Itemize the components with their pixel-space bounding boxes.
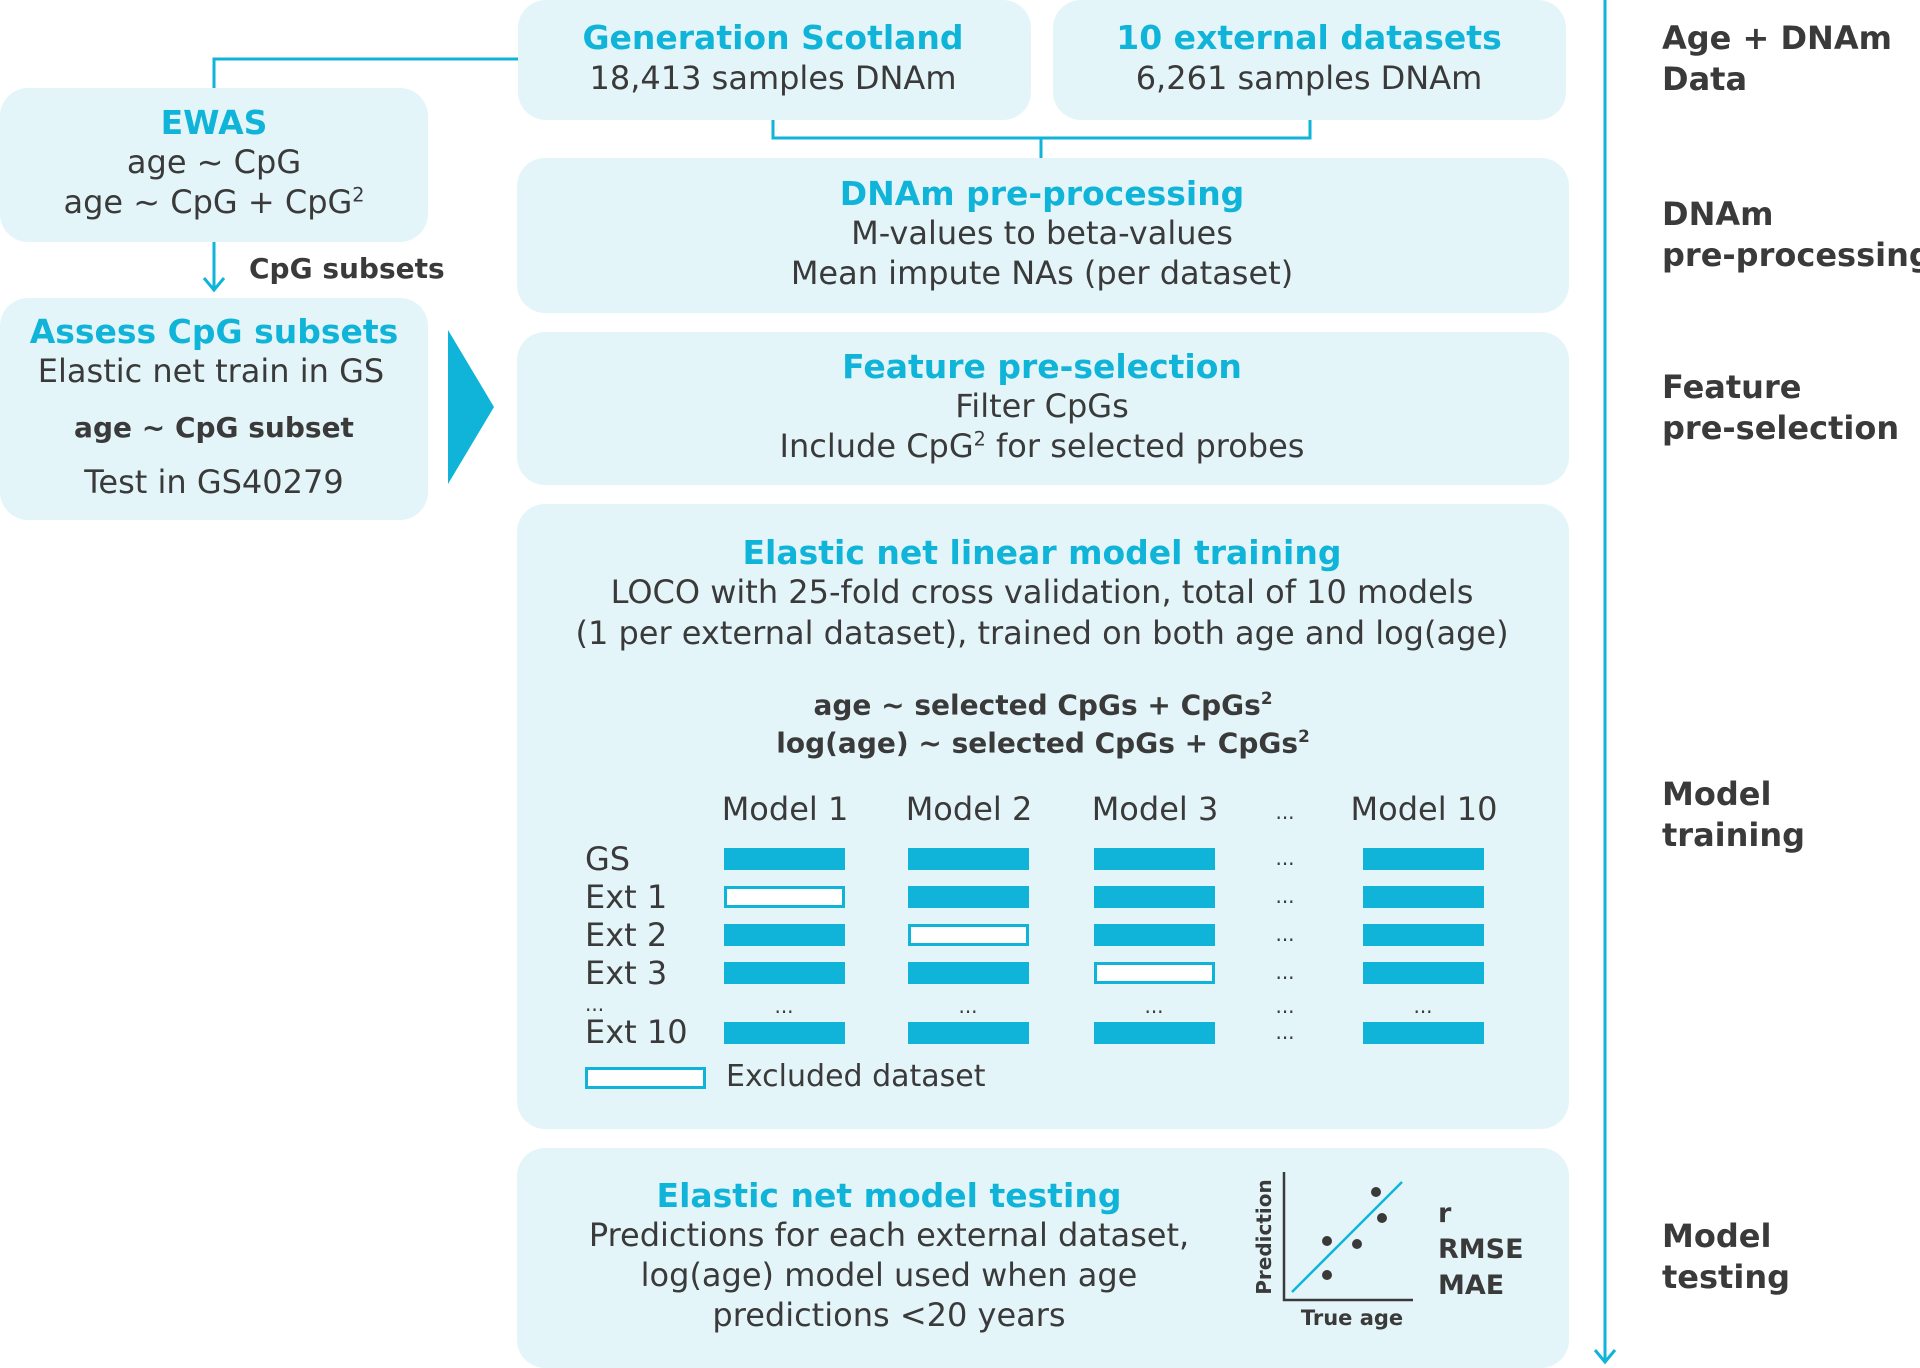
feature-box bbox=[517, 332, 1569, 485]
ellipsis-marker: ... bbox=[1144, 994, 1164, 1018]
training-dataset-cell bbox=[908, 1022, 1029, 1044]
training-dataset-cell bbox=[1094, 924, 1215, 946]
training-line2: (1 per external dataset), trained on bot… bbox=[575, 614, 1509, 652]
row-label: Ext 2 bbox=[585, 916, 668, 954]
training-dataset-cell bbox=[1363, 924, 1484, 946]
feature-title: Feature pre-selection bbox=[842, 347, 1242, 386]
feature-line2: Include CpG2 for selected probes bbox=[779, 427, 1305, 465]
testing-box bbox=[517, 1148, 1569, 1368]
ellipsis-marker: ... bbox=[958, 994, 978, 1018]
gs-samples: 18,413 samples DNAm bbox=[589, 59, 957, 97]
model-header: ... bbox=[1275, 800, 1295, 824]
ellipsis-marker: ... bbox=[1275, 994, 1295, 1018]
preprocessing-line1: M-values to beta-values bbox=[851, 214, 1233, 252]
training-title: Elastic net linear model training bbox=[742, 533, 1342, 572]
scatter-point bbox=[1371, 1187, 1381, 1197]
training-dataset-cell bbox=[1094, 886, 1215, 908]
testing-line2: log(age) model used when age bbox=[640, 1256, 1138, 1294]
plot-ylabel: Prediction bbox=[1252, 1179, 1276, 1295]
training-dataset-cell bbox=[724, 1022, 845, 1044]
ellipsis-marker: ... bbox=[1413, 994, 1433, 1018]
training-dataset-cell bbox=[908, 886, 1029, 908]
model-header: Model 10 bbox=[1350, 790, 1498, 828]
model-header: Model 3 bbox=[1091, 790, 1219, 828]
ewas-line2: age ~ CpG + CpG2 bbox=[63, 183, 365, 221]
training-dataset-cell bbox=[1363, 962, 1484, 984]
ellipsis-marker: ... bbox=[1275, 1020, 1295, 1044]
scatter-point bbox=[1322, 1236, 1332, 1246]
row-label: Ext 3 bbox=[585, 954, 668, 992]
scatter-point bbox=[1352, 1239, 1362, 1249]
excluded-dataset-cell bbox=[1094, 962, 1215, 984]
gs-to-ewas-connector bbox=[212, 57, 520, 90]
training-dataset-cell bbox=[1094, 848, 1215, 870]
training-formula-logage: log(age) ~ selected CpGs + CpGs2 bbox=[776, 726, 1310, 760]
metric-mae: MAE bbox=[1438, 1270, 1505, 1301]
chevron-right-icon bbox=[448, 330, 494, 484]
preprocessing-title: DNAm pre-processing bbox=[839, 174, 1245, 213]
training-dataset-cell bbox=[724, 962, 845, 984]
plot-xlabel: True age bbox=[1300, 1306, 1404, 1330]
cpg-subsets-label: CpG subsets bbox=[249, 252, 445, 285]
training-dataset-cell bbox=[908, 848, 1029, 870]
ewas-box bbox=[0, 88, 428, 242]
training-dataset-cell bbox=[908, 962, 1029, 984]
assess-box bbox=[0, 298, 428, 520]
training-dataset-cell bbox=[724, 924, 845, 946]
assess-line1: Elastic net train in GS bbox=[37, 352, 385, 390]
legend-excluded-swatch bbox=[585, 1067, 706, 1089]
ext-title: 10 external datasets bbox=[1116, 18, 1502, 57]
scatter-point bbox=[1322, 1270, 1332, 1280]
training-line1: LOCO with 25-fold cross validation, tota… bbox=[610, 573, 1474, 611]
testing-line1: Predictions for each external dataset, bbox=[588, 1216, 1190, 1254]
excluded-dataset-cell bbox=[724, 886, 845, 908]
legend-excluded-label: Excluded dataset bbox=[726, 1059, 986, 1094]
arrow-down-icon bbox=[1593, 1349, 1617, 1365]
ewas-line1: age ~ CpG bbox=[126, 143, 302, 181]
preprocessing-box bbox=[517, 158, 1569, 313]
training-dataset-cell bbox=[1363, 886, 1484, 908]
ellipsis-marker: ... bbox=[1275, 960, 1295, 984]
assess-formula: age ~ CpG subset bbox=[74, 411, 354, 444]
row-label: Ext 1 bbox=[585, 878, 668, 916]
ewas-title: EWAS bbox=[160, 103, 268, 142]
training-dataset-cell bbox=[724, 848, 845, 870]
gs-title: Generation Scotland bbox=[582, 18, 964, 57]
row-label: GS bbox=[585, 840, 631, 878]
generation-scotland-box bbox=[518, 0, 1031, 120]
ellipsis-marker: ... bbox=[1275, 846, 1295, 870]
metric-rmse: RMSE bbox=[1438, 1234, 1524, 1265]
metric-r: r bbox=[1438, 1198, 1452, 1229]
training-dataset-cell bbox=[1363, 848, 1484, 870]
testing-line3: predictions <20 years bbox=[712, 1296, 1066, 1334]
ellipsis-marker: ... bbox=[1275, 922, 1295, 946]
model-header: Model 1 bbox=[721, 790, 849, 828]
assess-title: Assess CpG subsets bbox=[29, 312, 399, 351]
feature-line1: Filter CpGs bbox=[955, 387, 1129, 425]
training-dataset-cell bbox=[1094, 1022, 1215, 1044]
training-dataset-cell bbox=[1363, 1022, 1484, 1044]
row-label: ... bbox=[585, 992, 605, 1016]
row-label: Ext 10 bbox=[585, 1013, 688, 1051]
preprocessing-line2: Mean impute NAs (per dataset) bbox=[790, 254, 1294, 292]
training-formula-age: age ~ selected CpGs + CpGs2 bbox=[813, 688, 1273, 722]
ellipsis-marker: ... bbox=[774, 994, 794, 1018]
model-header: Model 2 bbox=[905, 790, 1033, 828]
excluded-dataset-cell bbox=[908, 924, 1029, 946]
ellipsis-marker: ... bbox=[1275, 884, 1295, 908]
scatter-point bbox=[1377, 1213, 1387, 1223]
ext-samples: 6,261 samples DNAm bbox=[1135, 59, 1483, 97]
testing-title: Elastic net model testing bbox=[656, 1176, 1122, 1215]
assess-line3: Test in GS40279 bbox=[84, 463, 344, 501]
external-datasets-box bbox=[1053, 0, 1566, 120]
